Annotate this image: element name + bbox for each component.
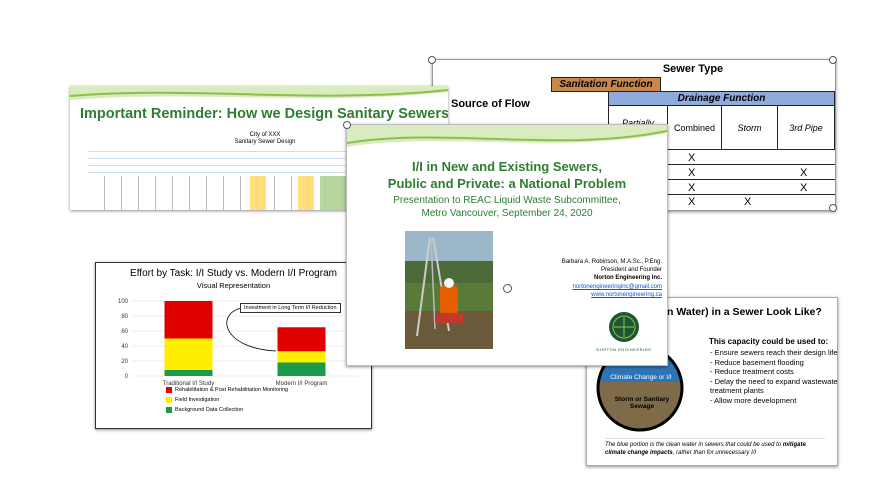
capacity-footer-note: The blue portion is the clean water in s… <box>605 438 825 457</box>
sheet-city-title: City of XXX <box>249 132 281 138</box>
circle-bottom-label: Storm or Sanitary Sewage <box>614 396 670 410</box>
resize-handle[interactable] <box>428 56 436 64</box>
capacity-slide-title: n Water) in a Sewer Look Like? <box>667 306 822 318</box>
mark-x: X <box>800 167 808 179</box>
mark-x: X <box>688 182 696 194</box>
col-combined: Combined <box>667 105 722 150</box>
y-tick-label: 40 <box>121 344 128 350</box>
capacity-bullet: - Reduce treatment costs <box>710 367 794 376</box>
legend-item-background: Background Data Collection <box>166 405 288 415</box>
y-tick-label: 80 <box>121 314 128 320</box>
author-role: President and Founder <box>600 267 662 273</box>
y-tick-label: 100 <box>118 299 129 305</box>
sewer-type-title: Sewer Type <box>662 63 724 75</box>
sheet-design-title: Sanitary Sewer Design <box>234 139 296 145</box>
reminder-title: Important Reminder: How we Design Sanita… <box>80 106 448 122</box>
rotate-handle[interactable] <box>503 284 512 293</box>
resize-handle[interactable] <box>343 121 351 129</box>
bar-segment <box>164 338 213 370</box>
main-subtitle: Presentation to REAC Liquid Waste Subcom… <box>393 195 621 219</box>
drainage-function-header: Drainage Function <box>608 91 835 106</box>
mark-x: X <box>688 167 696 179</box>
effort-chart-subtitle: Visual Representation <box>196 281 271 290</box>
bar-segment <box>164 370 213 376</box>
green-swoosh-decoration <box>347 125 667 147</box>
bar-segment <box>277 351 326 363</box>
email-link[interactable]: nortonengineeringinc@gmail.com <box>572 284 662 290</box>
capacity-bullet: - Allow more development <box>710 395 797 405</box>
bar-segment <box>164 301 213 339</box>
resize-handle[interactable] <box>829 56 837 64</box>
col-storm: Storm <box>721 105 778 150</box>
capacity-bullet-list: - Ensure sewers reach their design life-… <box>702 348 838 405</box>
mark-x: X <box>800 182 808 194</box>
legend-swatch <box>166 396 172 403</box>
mark-x: X <box>744 196 752 208</box>
bar-segment <box>277 362 326 376</box>
bar-segment <box>277 327 326 352</box>
capacity-bullet: - Delay the need to expand wastewater tr… <box>710 376 838 396</box>
effort-chart-slide[interactable]: Effort by Task: I/I Study vs. Modern I/I… <box>95 262 372 429</box>
legend-item-rehab: Rehabilitation & Post Rehabilitation Mon… <box>166 385 288 395</box>
design-parameters-block <box>88 148 346 174</box>
y-tick-label: 60 <box>121 329 128 335</box>
capacity-bullet: - Reduce basement flooding <box>710 357 804 367</box>
green-swoosh-decoration <box>70 86 448 100</box>
legend-item-field: Field Investigation <box>166 395 288 405</box>
y-tick-label: 20 <box>121 359 128 365</box>
company-name: Norton Engineering Inc. <box>593 275 662 281</box>
website-link[interactable]: www.nortonengineering.ca <box>591 292 662 298</box>
mark-x: X <box>688 152 696 164</box>
y-tick-label: 0 <box>125 374 129 380</box>
circle-top-label: Climate Change or I/I <box>610 374 672 381</box>
x-category-label: Modern I/I Program <box>276 381 328 387</box>
x-category-label: Traditional I/I Study <box>163 381 214 387</box>
col-3rd-pipe: 3rd Pipe <box>777 105 835 150</box>
main-title: I/I in New and Existing Sewers, Public a… <box>387 159 627 191</box>
investment-callout: Investment in Long Term I/I Reduction <box>240 303 341 313</box>
effort-legend: Rehabilitation & Post Rehabilitation Mon… <box>166 385 288 415</box>
sanitation-function-header: Sanitation Function <box>551 77 661 92</box>
mark-x: X <box>688 196 696 208</box>
capacity-heading: This capacity could be used to: <box>709 337 829 346</box>
legend-swatch <box>166 406 172 413</box>
callout-connector <box>226 307 277 352</box>
field-worker-photo <box>405 231 493 349</box>
norton-logo-icon <box>609 312 639 342</box>
title-slide[interactable]: I/I in New and Existing Sewers, Public a… <box>346 124 668 366</box>
source-of-flow-label: Source of Flow <box>451 98 530 110</box>
capacity-bullet: - Ensure sewers reach their design life <box>710 348 838 357</box>
legend-swatch <box>166 386 172 393</box>
norton-logo-text: NORTON ENGINEERING <box>596 347 652 352</box>
resize-handle[interactable] <box>829 204 837 212</box>
author-block: Barbara A. Robinson, M.A.Sc., P.Eng. Pre… <box>532 258 662 299</box>
effort-chart-title: Effort by Task: I/I Study vs. Modern I/I… <box>130 268 337 279</box>
author-name: Barbara A. Robinson, M.A.Sc., P.Eng. <box>561 259 662 265</box>
